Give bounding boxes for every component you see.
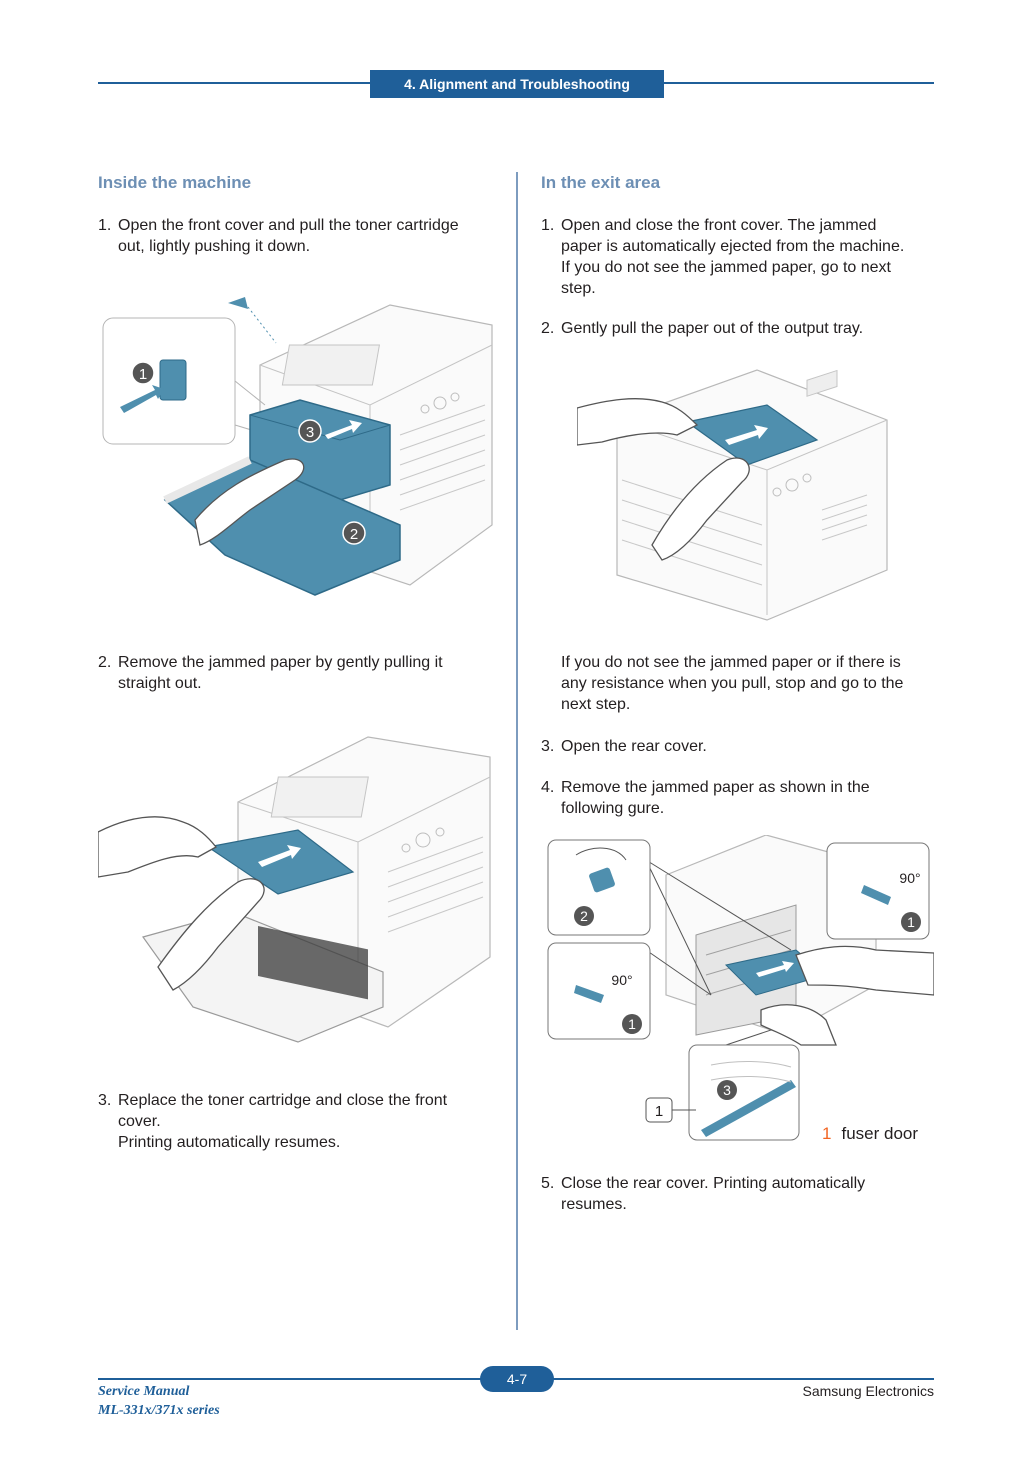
svg-text:1: 1 — [139, 366, 147, 383]
right-section-title: In the exit area — [541, 173, 661, 192]
step-text: Replace the toner cartridge and close th… — [118, 1092, 448, 1151]
manual-title: Service Manual ML-331x/371x series — [98, 1382, 220, 1420]
step-text: Gently pull the paper out of the output … — [561, 320, 864, 337]
step-text: Remove the jammed paper as shown in the … — [561, 779, 870, 817]
step-text: Open and close the front cover. The jamm… — [561, 217, 905, 297]
page-number: 4-7 — [480, 1366, 554, 1392]
callout-box-number: 1 — [655, 1103, 663, 1120]
marker-1: 1 — [622, 1014, 642, 1034]
marker-2: 2 — [574, 906, 594, 926]
step-number: 3. — [541, 738, 555, 755]
figure-pull-paper-output-tray — [577, 369, 888, 621]
step-number: 1. — [541, 217, 555, 234]
column-divider — [516, 172, 518, 1330]
right-note: If you do not see the jammed paper or if… — [561, 654, 904, 713]
step-text: Open the front cover and pull the toner … — [118, 217, 459, 255]
right-step-2: 2. Gently pull the paper out of the outp… — [541, 318, 936, 339]
step-number: 4. — [541, 779, 555, 796]
svg-text:1: 1 — [628, 1016, 636, 1032]
svg-text:2: 2 — [350, 526, 358, 543]
step-number: 1. — [98, 217, 112, 234]
step-text: Close the rear cover. Printing automatic… — [561, 1175, 866, 1213]
right-step-1: 1. Open and close the front cover. The j… — [541, 215, 936, 299]
manual-line-2: ML-331x/371x series — [98, 1403, 220, 1418]
left-step-2: 2. Remove the jammed paper by gently pul… — [98, 652, 508, 694]
step-number: 2. — [541, 320, 555, 337]
marker-3: 3 — [717, 1080, 737, 1100]
svg-text:3: 3 — [723, 1082, 731, 1098]
marker-2: 2 — [342, 521, 366, 545]
svg-text:3: 3 — [306, 424, 314, 441]
step-text: Open the rear cover. — [561, 738, 707, 755]
fuser-door-legend: 1 fuser door — [822, 1124, 918, 1144]
right-step-3: 3. Open the rear cover. — [541, 736, 936, 757]
angle-label: 90° — [899, 870, 920, 886]
right-step-4: 4. Remove the jammed paper as shown in t… — [541, 777, 936, 819]
left-section-title: Inside the machine — [98, 173, 252, 192]
figure-rear-cover-fuser: 2 90° 1 90° 1 3 1 — [547, 835, 934, 1141]
svg-text:1: 1 — [907, 914, 915, 930]
section-header: 4. Alignment and Troubleshooting — [370, 70, 664, 98]
legend-number: 1 — [822, 1124, 832, 1143]
figure-remove-toner: 1 2 3 — [102, 297, 493, 596]
left-step-1: 1. Open the front cover and pull the ton… — [98, 215, 508, 257]
step-number: 2. — [98, 654, 112, 671]
company-name: Samsung Electronics — [802, 1383, 934, 1399]
step-text: Remove the jammed paper by gently pullin… — [118, 654, 443, 692]
marker-1: 1 — [131, 361, 155, 385]
legend-text: fuser door — [841, 1124, 919, 1143]
marker-3: 3 — [298, 419, 322, 443]
step-number: 3. — [98, 1092, 112, 1109]
marker-1: 1 — [901, 912, 921, 932]
left-step-3: 3. Replace the toner cartridge and close… — [98, 1090, 508, 1153]
step-number: 5. — [541, 1175, 555, 1192]
figure-pull-paper-inside — [98, 736, 491, 1043]
manual-line-1: Service Manual — [98, 1384, 190, 1399]
angle-label: 90° — [611, 972, 632, 988]
svg-text:2: 2 — [580, 908, 588, 924]
right-step-5: 5. Close the rear cover. Printing automa… — [541, 1173, 936, 1215]
